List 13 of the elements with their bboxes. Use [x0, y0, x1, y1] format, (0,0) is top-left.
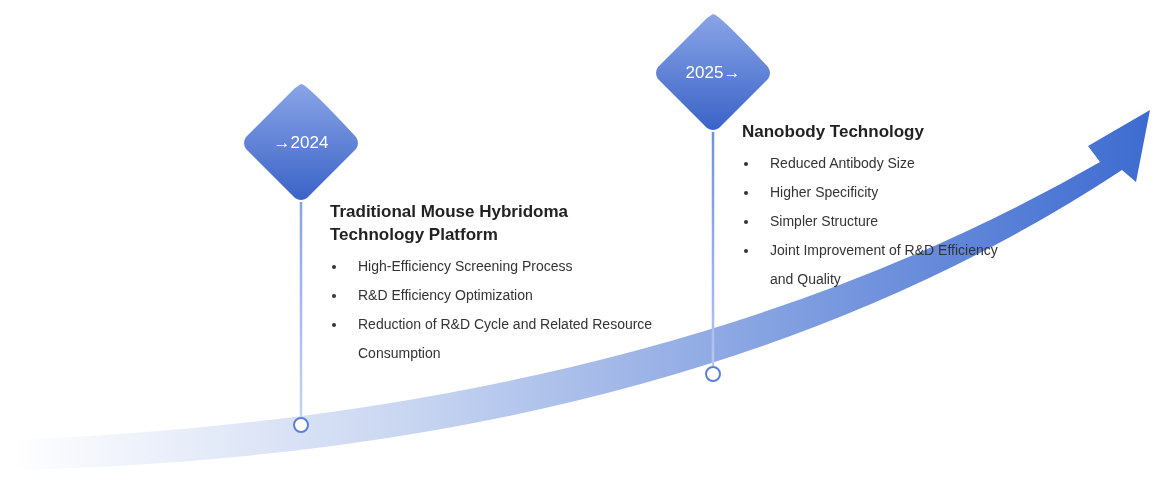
marker-circle: [705, 366, 721, 382]
section-heading: Traditional Mouse Hybridoma Technology Platform: [330, 201, 570, 246]
bullet-text: Higher Specificity: [770, 184, 879, 200]
connector-line: [299, 202, 303, 417]
bullet-text: Reduction of R&D Cycle and Related Resource Consumption: [358, 316, 653, 361]
year-label: →2024: [273, 133, 329, 153]
connector-line: [711, 132, 715, 366]
bullet-text: High-Efficiency Screening Process: [358, 258, 573, 274]
bullet-text: R&D Efficiency Optimization: [358, 287, 533, 303]
bullet-text: Reduced Antibody Size: [770, 155, 915, 171]
section-heading: Nanobody Technology: [742, 121, 925, 143]
bullet-text: Simpler Structure: [770, 213, 879, 229]
year-label: 2025→: [685, 63, 741, 83]
